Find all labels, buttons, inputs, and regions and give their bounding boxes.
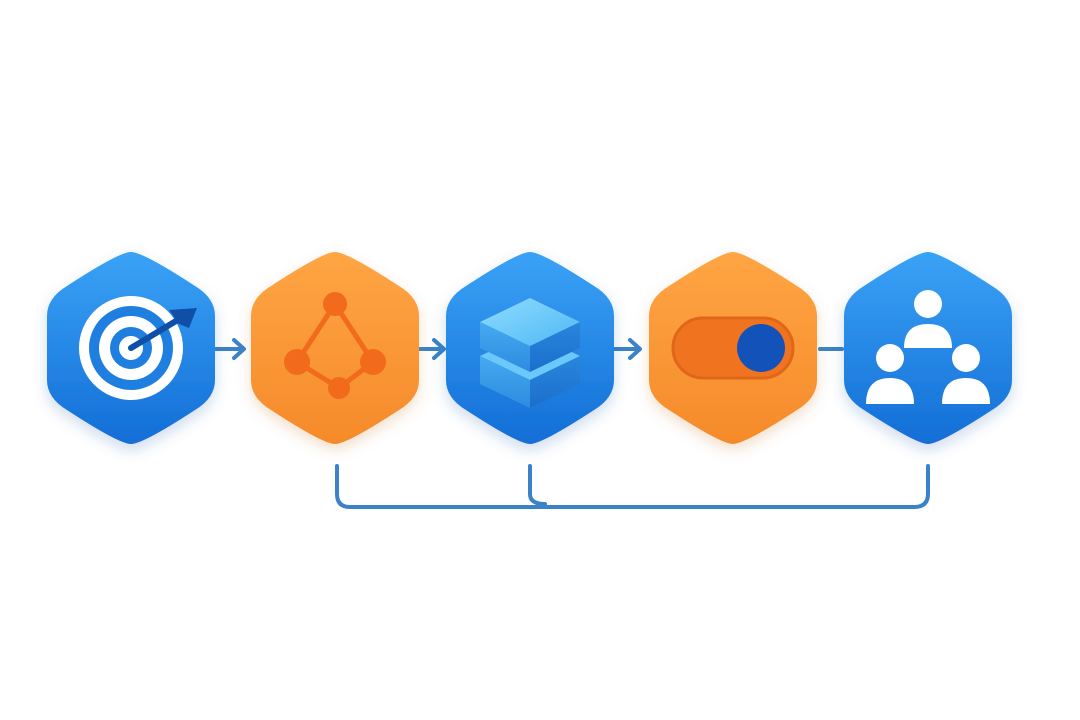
toggle-switch-icon [671, 316, 795, 380]
connectors [214, 338, 930, 509]
bracket-connector-2-5 [335, 464, 930, 509]
arrow-connector-1-2 [214, 338, 246, 360]
layers-stack-icon [480, 298, 580, 408]
arrow-connector-3-4 [612, 338, 642, 360]
arrow-connector-2-3 [418, 338, 446, 360]
flow-node-3 [446, 252, 614, 444]
flow-node-5 [844, 252, 1012, 444]
network-triangle-icon [284, 292, 386, 399]
flow-node-1 [47, 252, 215, 444]
target-icon [79, 296, 197, 400]
bracket-connector-3-5 [528, 464, 547, 506]
flow-node-4 [649, 252, 817, 444]
team-hierarchy-icon [866, 290, 990, 404]
flow-node-2 [251, 252, 419, 444]
